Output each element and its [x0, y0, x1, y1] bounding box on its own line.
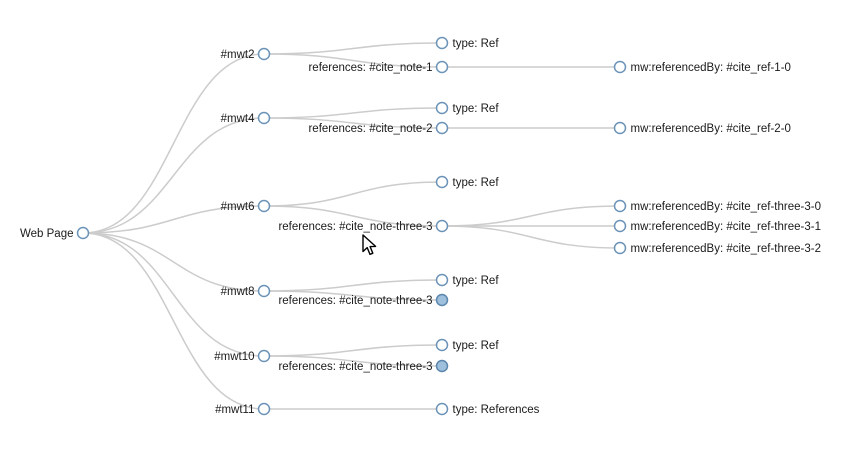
tree-node-label: #mwt8 [221, 286, 255, 298]
tree-node-mwt11[interactable]: #mwt11 [215, 402, 271, 417]
tree-link [82, 232, 265, 410]
tree-node-t4-ref[interactable]: references: #cite_note-2 [308, 121, 449, 136]
tree-node-t11-type[interactable]: type: References [435, 402, 540, 417]
tree-node-label: #mwt6 [221, 201, 255, 213]
tree-node-label: mw:referencedBy: #cite_ref-three-3-1 [631, 221, 821, 233]
tree-node-root[interactable]: Web Page [20, 226, 90, 241]
tree-node-label: type: Ref [453, 340, 500, 352]
tree-link [82, 232, 265, 292]
node-circle-collapsed-icon[interactable] [435, 359, 449, 373]
tree-node-t10-type[interactable]: type: Ref [435, 338, 500, 353]
tree-node-label: type: Ref [453, 103, 500, 115]
tree-node-t10-ref[interactable]: references: #cite_note-three-3 [278, 359, 449, 374]
tree-node-label: #mwt11 [215, 404, 254, 416]
tree-node-t4-type[interactable]: type: Ref [435, 101, 500, 116]
tree-node-t8-ref[interactable]: references: #cite_note-three-3 [278, 293, 449, 308]
tree-node-label: #mwt10 [214, 351, 254, 363]
tree-node-t6-type[interactable]: type: Ref [435, 175, 500, 190]
tree-node-r3-2[interactable]: mw:referencedBy: #cite_ref-three-3-2 [613, 241, 821, 256]
tree-node-label: Web Page [20, 228, 74, 240]
tree-node-label: mw:referencedBy: #cite_ref-three-3-0 [631, 201, 821, 213]
node-circle-icon[interactable] [257, 199, 271, 213]
tree-link [82, 117, 265, 234]
tree-link [263, 205, 443, 227]
node-circle-icon[interactable] [257, 111, 271, 125]
tree-link [263, 344, 443, 357]
nodes-layer: Web Page #mwt2 #mwt4 #mwt6 #mwt8 #mwt10 #mwt11… [20, 36, 821, 417]
tree-link [441, 205, 621, 227]
node-circle-icon[interactable] [613, 121, 627, 135]
tree-link [263, 279, 443, 292]
tree-link [263, 290, 443, 301]
node-circle-icon[interactable] [435, 175, 449, 189]
tree-node-t6-ref[interactable]: references: #cite_note-three-3 [278, 219, 449, 234]
node-circle-icon[interactable] [435, 36, 449, 50]
links-layer [82, 42, 621, 410]
node-circle-icon[interactable] [435, 121, 449, 135]
tree-node-label: references: #cite_note-three-3 [278, 361, 432, 373]
tree-node-label: mw:referencedBy: #cite_ref-1-0 [631, 62, 791, 74]
tree-link [263, 53, 443, 68]
tree-link [263, 355, 443, 367]
node-circle-icon[interactable] [257, 47, 271, 61]
tree-node-mwt4[interactable]: #mwt4 [221, 111, 271, 126]
tree-link [263, 117, 443, 129]
node-circle-icon[interactable] [613, 241, 627, 255]
tree-node-r3-1[interactable]: mw:referencedBy: #cite_ref-three-3-1 [613, 219, 821, 234]
node-circle-icon[interactable] [435, 273, 449, 287]
tree-link [441, 225, 621, 249]
tree-node-mwt6[interactable]: #mwt6 [221, 199, 271, 214]
node-circle-icon[interactable] [435, 402, 449, 416]
tree-link [263, 107, 443, 119]
node-circle-icon[interactable] [435, 101, 449, 115]
tree-node-label: type: Ref [453, 38, 500, 50]
tree-node-label: #mwt2 [221, 49, 255, 61]
tree-node-label: references: #cite_note-1 [308, 62, 432, 74]
tree-node-r1-0[interactable]: mw:referencedBy: #cite_ref-1-0 [613, 60, 791, 75]
tree-node-mwt8[interactable]: #mwt8 [221, 284, 271, 299]
node-circle-icon[interactable] [613, 219, 627, 233]
node-circle-icon[interactable] [613, 60, 627, 74]
node-circle-icon[interactable] [257, 402, 271, 416]
tree-node-t8-type[interactable]: type: Ref [435, 273, 500, 288]
node-circle-icon[interactable] [435, 338, 449, 352]
node-circle-icon[interactable] [613, 199, 627, 213]
node-circle-icon[interactable] [435, 219, 449, 233]
node-circle-collapsed-icon[interactable] [435, 293, 449, 307]
tree-link [82, 205, 265, 234]
tree-node-mwt10[interactable]: #mwt10 [214, 349, 271, 364]
tree-node-label: references: #cite_note-three-3 [278, 221, 432, 233]
tree-link [82, 232, 265, 357]
tree-node-label: references: #cite_note-three-3 [278, 295, 432, 307]
tree-node-label: references: #cite_note-2 [308, 123, 432, 135]
tree-node-t2-type[interactable]: type: Ref [435, 36, 500, 51]
tree-node-r2-0[interactable]: mw:referencedBy: #cite_ref-2-0 [613, 121, 791, 136]
tree-node-label: type: References [453, 404, 540, 416]
tree-node-t2-ref[interactable]: references: #cite_note-1 [308, 60, 449, 75]
node-circle-icon[interactable] [76, 226, 90, 240]
tree-link [263, 181, 443, 207]
tree-node-r3-0[interactable]: mw:referencedBy: #cite_ref-three-3-0 [613, 199, 821, 214]
tree-link [82, 53, 265, 234]
tree-node-label: type: Ref [453, 275, 500, 287]
tree-link [263, 42, 443, 55]
node-circle-icon[interactable] [257, 284, 271, 298]
tree-node-label: mw:referencedBy: #cite_ref-three-3-2 [631, 243, 821, 255]
node-circle-icon[interactable] [435, 60, 449, 74]
tree-node-label: type: Ref [453, 177, 500, 189]
node-circle-icon[interactable] [257, 349, 271, 363]
tree-node-mwt2[interactable]: #mwt2 [221, 47, 271, 62]
tree-node-label: #mwt4 [221, 113, 255, 125]
tree-node-label: mw:referencedBy: #cite_ref-2-0 [631, 123, 791, 135]
